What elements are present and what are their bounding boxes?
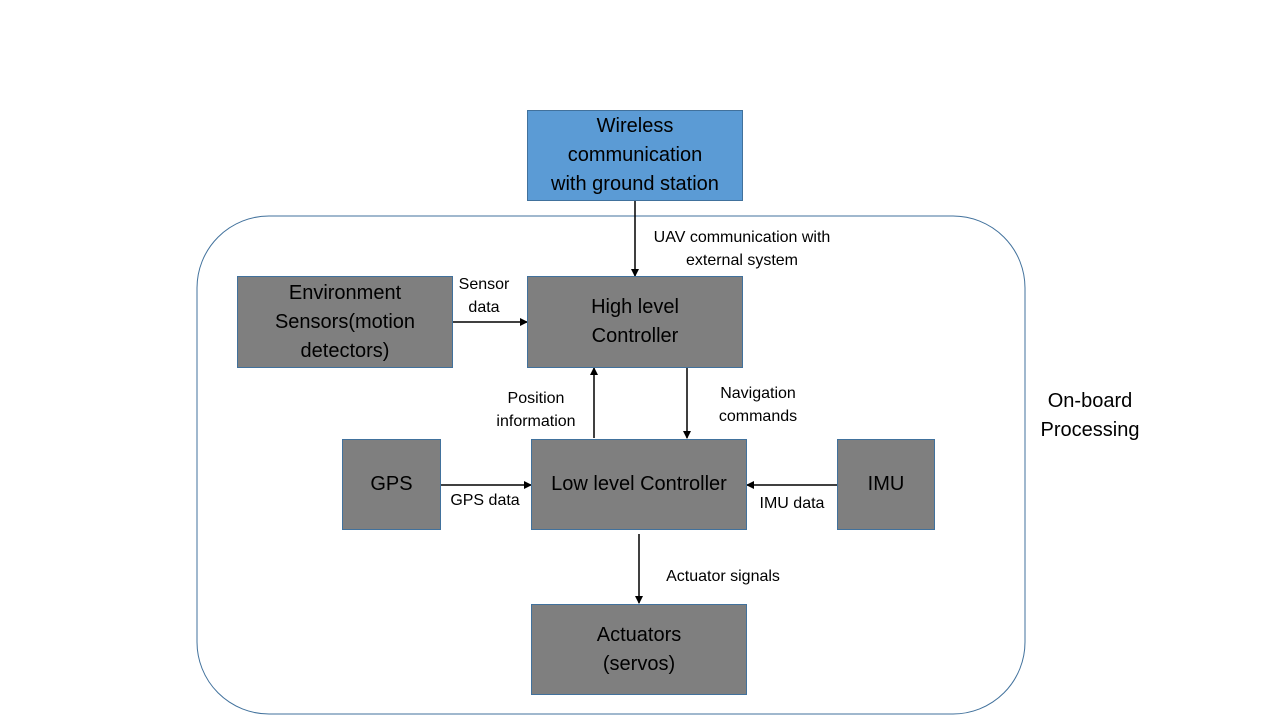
high-level-controller-label: High level Controller (591, 296, 679, 347)
environment-sensors-label: Environment Sensors(motion detectors) (274, 281, 416, 362)
actuators-node: Actuators (servos) (531, 604, 747, 695)
onboard-processing-region (196, 215, 1026, 715)
gps-data-edge-label: GPS data (450, 492, 520, 509)
navigation-commands-edge-label: Navigation commands (718, 385, 798, 425)
imu-data-edge-label: IMU data (759, 495, 825, 512)
gps-node: GPS (342, 439, 441, 530)
environment-sensors-node: Environment Sensors(motion detectors) (237, 276, 453, 368)
actuator-signals-edge-label: Actuator signals (666, 568, 780, 585)
low-level-controller-label: Low level Controller (551, 473, 727, 495)
actuators-label: Actuators (servos) (596, 623, 682, 675)
position-information-edge-label: Position information (496, 390, 576, 430)
imu-node: IMU (837, 439, 935, 530)
high-level-controller-node: High level Controller (527, 276, 743, 368)
wireless-communication-node: Wireless communication with ground stati… (527, 110, 743, 201)
onboard-processing-label: On-board Processing (1040, 390, 1140, 441)
low-level-controller-node: Low level Controller (531, 439, 747, 530)
wireless-communication-label: Wireless communication with ground stati… (551, 115, 719, 195)
sensor-data-edge-label: Sensor data (458, 276, 510, 316)
imu-label: IMU (867, 473, 905, 495)
uav-communication-edge-label: UAV communication with external system (653, 229, 831, 269)
gps-label: GPS (370, 473, 413, 495)
